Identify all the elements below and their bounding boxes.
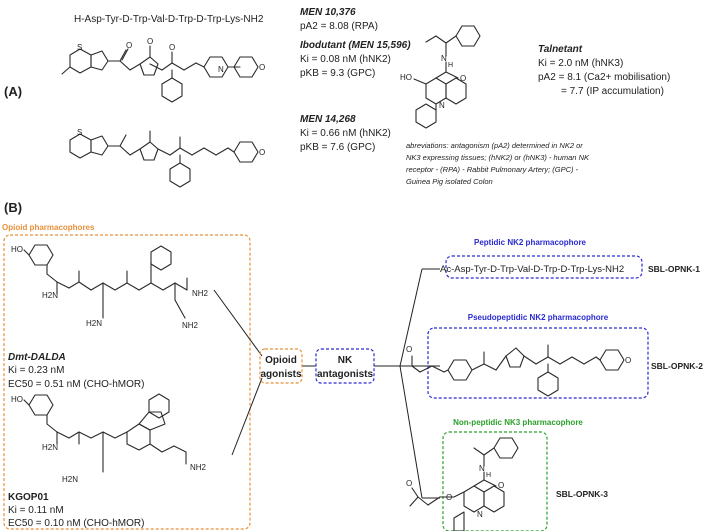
talnetant-h-atom: H bbox=[448, 62, 453, 69]
dmt-ho-atom: HO bbox=[11, 245, 23, 254]
talnetant-ki: Ki = 2.0 nM (hNK3) bbox=[538, 58, 623, 69]
abbreviations-line-4: Guinea Pig isolated Colon bbox=[406, 177, 493, 186]
talnetant-name: Talnetant bbox=[538, 44, 583, 55]
ibodutant-ki: Ki = 0.08 nM (hNK2) bbox=[300, 54, 391, 65]
abbreviations-line-3: receptor - (RPA) - Rabbit Pulmonary Arte… bbox=[406, 165, 579, 174]
ibodutant-name: Ibodutant (MEN 15,596) bbox=[300, 40, 411, 51]
abbreviations-note: abreviations: antagonism (pA2) determine… bbox=[406, 141, 590, 186]
panel-b-label: (B) bbox=[4, 200, 22, 215]
men14268-ki: Ki = 0.66 nM (hNK2) bbox=[300, 128, 391, 139]
kgop-amide-nh2: NH2 bbox=[190, 463, 207, 472]
ibodutant-structure bbox=[61, 45, 259, 103]
opioid-agonists-line-2: agonists bbox=[260, 369, 302, 380]
dmt-dalda-name: Dmt-DALDA bbox=[8, 352, 66, 363]
panel-a-label: (A) bbox=[4, 84, 22, 99]
men10376-sequence: H-Asp-Tyr-D-Trp-Val-D-Trp-D-Trp-Lys-NH2 bbox=[74, 14, 264, 25]
kgop-guanidine-h2n: H2N bbox=[62, 475, 78, 484]
talnetant-structure bbox=[413, 25, 481, 129]
sbl3-n-atom: N bbox=[479, 464, 485, 473]
peptidic-nk2-sequence: Ac-Asp-Tyr-D-Trp-Val-D-Trp-D-Trp-Lys-NH2 bbox=[440, 264, 624, 275]
dmt-h2n-atom: H2N bbox=[42, 291, 58, 300]
dmt-guanidine-h2n: H2N bbox=[86, 319, 102, 328]
pseudopeptidic-nk2-title: Pseudopeptidic NK2 pharmacophore bbox=[468, 313, 609, 322]
sbl3-o-atom: O bbox=[498, 481, 504, 490]
kgop01-name: KGOP01 bbox=[8, 492, 49, 503]
kgop-ho-atom: HO bbox=[11, 395, 23, 404]
talnetant-pa2: pA2 = 8.1 (Ca2+ mobilisation) bbox=[538, 72, 670, 83]
dmt-dalda-ec50: EC50 = 0.51 nM (CHO-hMOR) bbox=[8, 379, 144, 390]
abbreviations-line-2: NK3 expressing tissues; (hNK2) or (hNK3)… bbox=[406, 153, 590, 162]
nonpeptidic-nk3-title: Non-peptidic NK3 pharmacophore bbox=[453, 418, 583, 427]
dmt-dalda-ki: Ki = 0.23 nM bbox=[8, 365, 64, 376]
nk-antagonists-line-2: antagonists bbox=[317, 369, 374, 380]
opioid-pharmacophores-box bbox=[3, 234, 251, 530]
opioid-agonists-box bbox=[259, 348, 303, 384]
nk-antagonists-line-1: NK bbox=[338, 355, 353, 366]
nk-antagonists-box bbox=[315, 348, 375, 384]
sbl-opnk-2-label: SBL-OPNK-2 bbox=[651, 361, 703, 371]
ibodutant-o4-atom: O bbox=[259, 63, 265, 72]
opioid-agonists-line-1: Opioid bbox=[265, 355, 297, 366]
peptidic-nk2-title: Peptidic NK2 pharmacophore bbox=[474, 238, 587, 247]
opioid-pharmacophores-title: Opioid pharmacophores bbox=[2, 223, 95, 232]
sbl3-h-atom: H bbox=[486, 472, 491, 479]
ibodutant-o-atom: O bbox=[126, 41, 132, 50]
kgop01-structure bbox=[23, 393, 187, 473]
men14268-structure bbox=[69, 130, 259, 188]
ibodutant-pkb: pKB = 9.3 (GPC) bbox=[300, 68, 375, 79]
sbl-opnk-3-structure bbox=[409, 437, 519, 531]
kgop01-ec50: EC50 = 0.10 nM (CHO-hMOR) bbox=[8, 518, 144, 529]
kgop01-ki: Ki = 0.11 nM bbox=[8, 505, 64, 516]
nonpeptidic-nk3-box bbox=[442, 431, 548, 531]
peptidic-nk2-box bbox=[445, 255, 643, 279]
connector-lines bbox=[213, 268, 440, 499]
sbl2-morpholine-o: O bbox=[625, 356, 631, 365]
talnetant-o-atom: O bbox=[460, 74, 466, 83]
kgop-h2n-atom: H2N bbox=[42, 443, 58, 452]
ibodutant-o3-atom: O bbox=[169, 43, 175, 52]
ibodutant-s-atom: S bbox=[77, 43, 82, 52]
ibodutant-n-atom: N bbox=[218, 65, 224, 74]
sbl3-acetyl-o: O bbox=[406, 479, 412, 488]
men10376-name: MEN 10,376 bbox=[300, 7, 356, 18]
talnetant-ho-atom: HO bbox=[400, 73, 412, 82]
sbl3-ring-n: N bbox=[477, 510, 483, 519]
sbl-opnk-2-structure bbox=[411, 344, 625, 397]
men14268-pkb: pKB = 7.6 (GPC) bbox=[300, 142, 375, 153]
men14268-o-atom: O bbox=[259, 148, 265, 157]
sbl2-o-atom: O bbox=[406, 345, 412, 354]
sbl-opnk-1-label: SBL-OPNK-1 bbox=[648, 264, 700, 274]
sbl3-ether-o: O bbox=[446, 493, 452, 502]
talnetant-ring-n-atom: N bbox=[439, 101, 445, 110]
dmt-amide-nh2: NH2 bbox=[192, 289, 209, 298]
pseudopeptidic-nk2-box bbox=[427, 327, 649, 399]
men14268-s-atom: S bbox=[77, 128, 82, 137]
men10376-pa2: pA2 = 8.08 (RPA) bbox=[300, 21, 378, 32]
dmt-dalda-structure bbox=[23, 244, 188, 319]
talnetant-pa2-ip: = 7.7 (IP accumulation) bbox=[561, 86, 664, 97]
ibodutant-o2-atom: O bbox=[147, 37, 153, 46]
abbreviations-line-1: abreviations: antagonism (pA2) determine… bbox=[406, 141, 583, 150]
dmt-lys-nh2: NH2 bbox=[182, 321, 199, 330]
men14268-name: MEN 14,268 bbox=[300, 114, 356, 125]
talnetant-n-atom: N bbox=[441, 54, 447, 63]
sbl-opnk-3-label: SBL-OPNK-3 bbox=[556, 489, 608, 499]
